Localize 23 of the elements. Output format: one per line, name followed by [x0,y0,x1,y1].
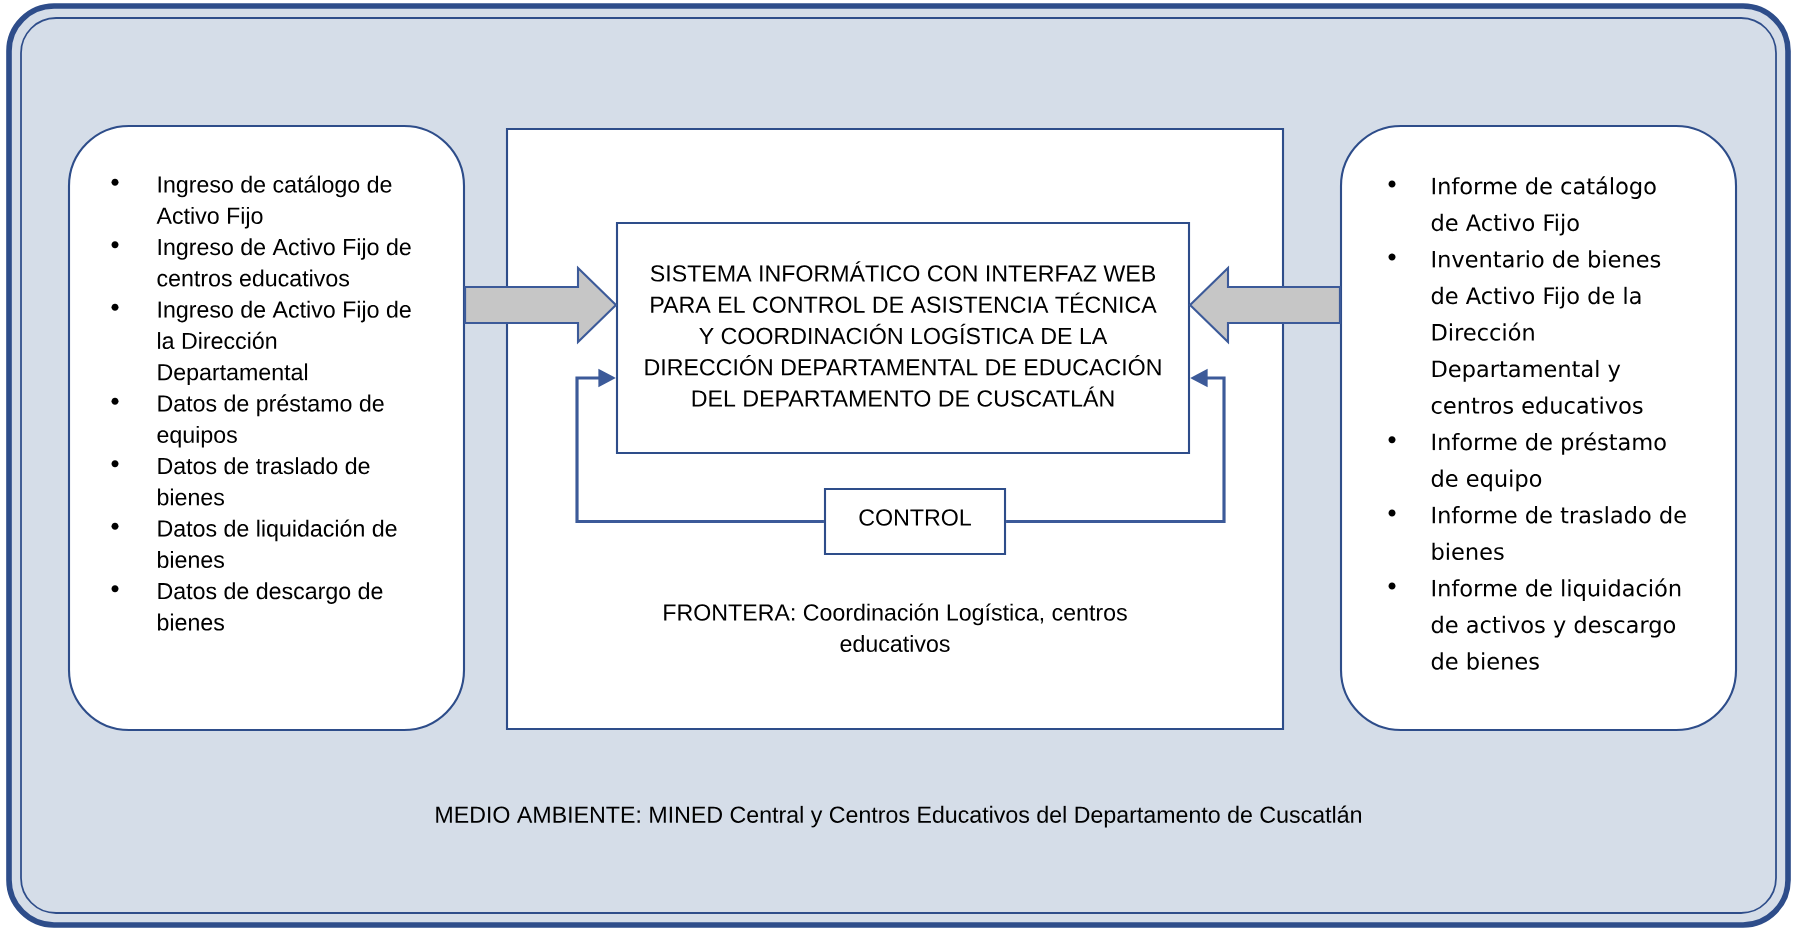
list-item: Datos de liquidación de bienes [111,519,397,569]
list-item: Ingreso de catálogo de Activo Fijo [111,175,392,229]
control-box [823,487,1007,556]
list-item: Datos de traslado de bienes [111,457,370,506]
list-item: Datos de descargo de bienes [111,582,383,631]
list-item: Informe de liquidación de activos y descargo de bienes [1388,578,1681,670]
system-title: SISTEMA INFORMÁTICO CON INTERFAZ WEB PARA EL CONTROL DE ASISTENCIA TÉCNICA Y COORDINACIÓN LOGÍSTICA DE LA DIRECCIÓN DEPARTAMENTAL DE EDUCACIÓN DEL DEPARTAMENTO DE CUSCATLÁN [645,261,1161,407]
list-item: Ingreso de Activo Fijo de centros educativos [111,238,411,287]
block-arrow [464,265,618,345]
list-item: Informe de catálogo de Activo Fijo [1388,176,1656,236]
list-item: Informe de préstamo de equipo [1388,432,1666,492]
system-box [615,221,1191,455]
list-item: Informe de traslado de bienes [1388,506,1686,561]
block-arrow [1188,265,1341,345]
input-box [67,124,466,732]
list-item: Datos de préstamo de equipos [111,394,384,448]
output-box [1339,124,1738,732]
feedback-arrow [575,368,824,524]
boundary-label: FRONTERA: Coordinación Logística, centros educativos [664,603,1127,652]
control-label: CONTROL [859,509,971,526]
list-item: Inventario de bienes de Activo Fijo de la Dirección Departamental y centros educativos [1388,250,1661,414]
environment-label: MEDIO AMBIENTE: MINED Central y Centros Educativos del Departamento de Cuscatlán [436,805,1361,828]
list-item: Ingreso de Activo Fijo de la Dirección Departamental [111,300,411,385]
